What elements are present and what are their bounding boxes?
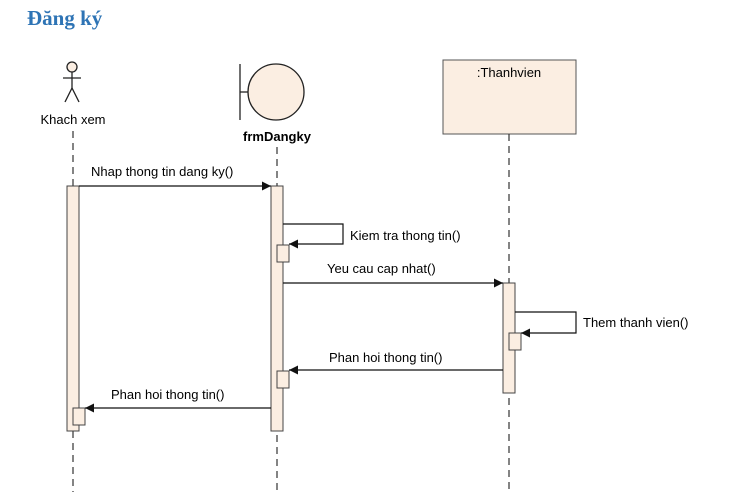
boundary-label: frmDangky xyxy=(243,129,312,144)
message-arrow-2-self xyxy=(283,223,344,249)
activation-bar-actor xyxy=(66,185,80,432)
message-label-2: Kiem tra thong tin() xyxy=(350,228,461,243)
activation-nested-boundary-1 xyxy=(276,244,290,263)
boundary-frmdangky: frmDangky xyxy=(239,63,312,144)
message-label-4: Them thanh vien() xyxy=(583,315,689,330)
activation-nested-entity xyxy=(508,332,522,351)
page-heading: Đăng ký xyxy=(27,6,103,30)
actor-khach-xem: Khach xem xyxy=(40,61,106,127)
message-label-5: Phan hoi thong tin() xyxy=(329,350,442,365)
message-label-6: Phan hoi thong tin() xyxy=(111,387,224,402)
entity-thanhvien: :Thanhvien xyxy=(442,59,577,135)
stick-figure-icon xyxy=(63,61,81,103)
message-label-1: Nhap thong tin dang ky() xyxy=(91,164,233,179)
boundary-icon xyxy=(239,63,305,121)
message-label-3: Yeu cau cap nhat() xyxy=(327,261,436,276)
activation-nested-actor xyxy=(72,407,86,426)
message-arrow-4-self xyxy=(515,311,577,338)
activation-nested-boundary-2 xyxy=(276,370,290,389)
entity-label: :Thanhvien xyxy=(477,65,541,80)
activation-bar-boundary xyxy=(270,185,284,432)
actor-label: Khach xem xyxy=(40,112,105,127)
